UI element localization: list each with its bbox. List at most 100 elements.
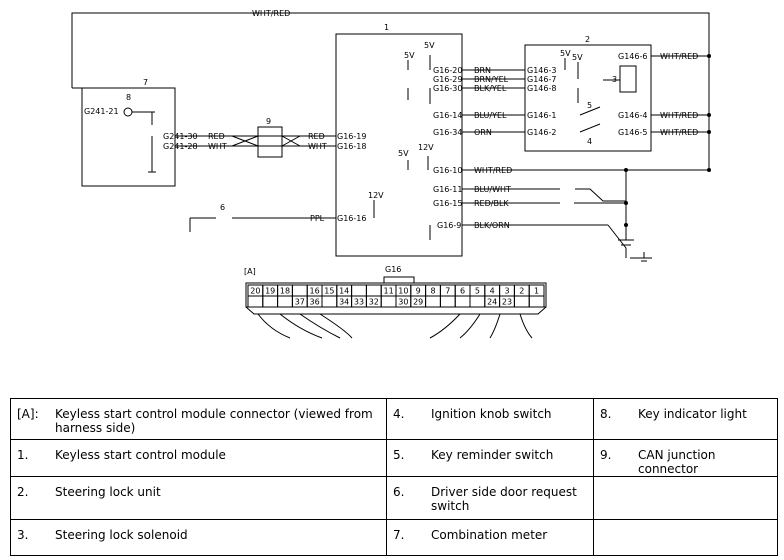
legend-text: Steering lock unit — [55, 485, 161, 499]
connector-pin-number: 36 — [310, 298, 320, 307]
connector-cell — [425, 295, 441, 308]
connector-cell — [262, 295, 279, 308]
pin-g146-2: G146-2 — [527, 128, 556, 137]
unit-5-number: 5 — [587, 101, 592, 110]
legend-number: 6. — [393, 485, 405, 499]
unit-1-number: 1 — [384, 23, 389, 32]
connector-pin-number: 3 — [504, 287, 509, 296]
connector-cell — [380, 295, 397, 308]
pin-g146-5: G146-5 — [618, 128, 647, 137]
connector-pin-number: 5 — [475, 287, 480, 296]
wire-g16-34: ORN — [474, 128, 492, 137]
wire-g146-6: WHT/RED — [660, 52, 698, 61]
pin-g241-21: G241-21 — [84, 107, 119, 116]
connector-cell — [247, 295, 264, 308]
voltage-label: 5V — [572, 53, 583, 62]
pin-g146-1: G146-1 — [527, 111, 556, 120]
connector-pin-number: 9 — [416, 287, 421, 296]
pin-g16-34: G16-34 — [433, 128, 462, 137]
wire-g16-19: RED — [308, 132, 325, 141]
wire-g16-11: BLU/WHT — [474, 185, 511, 194]
pin-g16-19: G16-19 — [337, 132, 366, 141]
pin-g146-6: G146-6 — [618, 52, 647, 61]
pin-g146-3: G146-3 — [527, 66, 556, 75]
legend-number: 1. — [17, 448, 29, 462]
pin-g241-28: G241-28 — [163, 142, 198, 151]
connector-pin-number: 7 — [445, 287, 450, 296]
legend-text: Key reminder switch — [431, 448, 554, 462]
connector-pin-number: 11 — [384, 287, 394, 296]
legend-text: CAN junction connector — [638, 448, 716, 476]
pin-g16-11: G16-11 — [433, 185, 462, 194]
top-wire-label: WHT/RED — [252, 9, 290, 18]
wire-g16-10: WHT/RED — [474, 166, 512, 175]
steering-lock-box — [524, 44, 652, 152]
connector-cell — [513, 295, 530, 308]
connector-pin-number: 29 — [413, 298, 423, 307]
wire-g241-28: WHT — [208, 142, 227, 151]
connector-cell — [528, 295, 545, 308]
legend-number: 4. — [393, 407, 405, 421]
connector-cell — [454, 295, 471, 308]
legend-number: 3. — [17, 528, 29, 542]
voltage-label: 12V — [418, 143, 434, 152]
wire-g16-29: BRN/YEL — [474, 75, 509, 84]
unit-3-number: 3 — [612, 75, 617, 84]
voltage-label: 5V — [424, 41, 435, 50]
connector-pin-number: 34 — [339, 298, 349, 307]
pin-g146-7: G146-7 — [527, 75, 556, 84]
pin-g16-29: G16-29 — [433, 75, 462, 84]
wire-g16-18: WHT — [308, 142, 327, 151]
connector-pin-number: 18 — [280, 287, 290, 296]
connector-pin-number: 24 — [487, 298, 497, 307]
wire-g16-15: RED/BLK — [474, 199, 509, 208]
unit-2-number: 2 — [585, 35, 590, 44]
legend-text: Steering lock solenoid — [55, 528, 188, 542]
legend-number: 8. — [600, 407, 612, 421]
connector-pin-number: 30 — [398, 298, 408, 307]
connector-pin-number: 8 — [430, 287, 435, 296]
connector-pin-number: 37 — [295, 298, 305, 307]
wire-g241-30: RED — [208, 132, 225, 141]
pin-g16-15: G16-15 — [433, 199, 462, 208]
legend-row: 1.Keyless start control module 5.Key rem… — [10, 439, 778, 477]
legend-number: 9. — [600, 448, 612, 462]
connector-pin-number: 14 — [339, 287, 349, 296]
connector-cell — [321, 295, 338, 308]
pin-g146-8: G146-8 — [527, 84, 556, 93]
unit-8-number: 8 — [126, 93, 131, 102]
voltage-label: 5V — [404, 51, 415, 60]
legend-number: 2. — [17, 485, 29, 499]
wire-g16-16: PPL — [310, 214, 325, 223]
legend-text: Ignition knob switch — [431, 407, 552, 421]
connector-pin-number: 23 — [502, 298, 512, 307]
legend-number: 5. — [393, 448, 405, 462]
wire-g16-30: BLK/YEL — [474, 84, 507, 93]
unit-7-number: 7 — [143, 78, 148, 87]
combination-meter-box — [81, 87, 176, 187]
legend-row: [A]:Keyless start control module connect… — [10, 398, 778, 440]
wire-g16-14: BLU/YEL — [474, 111, 507, 120]
connector-cell — [469, 295, 486, 308]
connector-a-label: [A] — [244, 267, 256, 276]
legend-row: 2. Steering lock unit 6. Driver side door … — [10, 476, 778, 520]
unit-6-number: 6 — [220, 203, 225, 212]
pin-g16-30: G16-30 — [433, 84, 462, 93]
legend-row: 3.Steering lock solenoid 7.Combination m… — [10, 519, 778, 556]
unit-9-number: 9 — [266, 117, 271, 126]
connector-pin-number: 1 — [534, 287, 539, 296]
pin-g146-4: G146-4 — [618, 111, 647, 120]
connector-pin-number: 20 — [250, 287, 260, 296]
unit-4-number: 4 — [587, 137, 592, 146]
pin-g16-14: G16-14 — [433, 111, 462, 120]
legend-text: Driver side door request switch — [431, 485, 577, 513]
control-module-box — [335, 33, 463, 257]
connector-cell — [365, 284, 382, 297]
pin-g16-20: G16-20 — [433, 66, 462, 75]
connector-pin-number: 10 — [398, 287, 408, 296]
wht-red-top-wire — [71, 12, 710, 170]
connector-pin-number: 2 — [519, 287, 524, 296]
connector-pin-number: 4 — [490, 287, 495, 296]
pin-g16-10: G16-10 — [433, 166, 462, 175]
